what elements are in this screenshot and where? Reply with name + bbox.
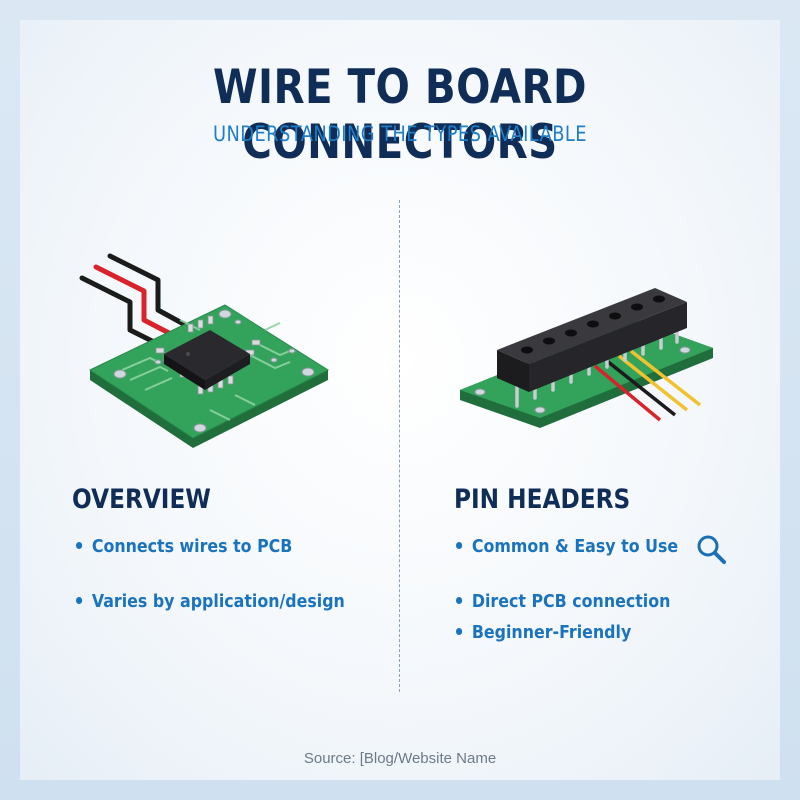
overview-heading: OVERVIEW — [72, 484, 211, 515]
pin-headers-bullet-3: Beginner-Friendly — [456, 622, 631, 643]
overview-bullet-1-text: Connects wires to PCB — [91, 536, 293, 557]
microchip-pcb-illustration — [79, 253, 330, 448]
search-icon — [697, 535, 726, 564]
pin-headers-heading: PIN HEADERS — [454, 484, 631, 515]
bullet-dot — [456, 596, 463, 604]
source-caption: Source: [Blog/Website Name — [303, 750, 497, 767]
bullet-dot — [456, 541, 463, 549]
overview-bullet-2: Varies by application/design — [76, 591, 345, 612]
bullet-dot — [76, 596, 83, 604]
pin-headers-bullet-3-text: Beginner-Friendly — [471, 622, 632, 643]
pin-headers-bullet-1-text: Common & Easy to Use — [471, 536, 679, 557]
pin-headers-bullet-2: Direct PCB connection — [456, 591, 670, 612]
column-divider — [399, 200, 400, 692]
overview-bullet-1: Connects wires to PCB — [76, 536, 292, 557]
pin-headers-bullet-2-text: Direct PCB connection — [471, 591, 671, 612]
pin-headers-bullet-1: Common & Easy to Use — [456, 536, 678, 557]
pin-header-illustration — [460, 288, 713, 428]
overview-bullet-2-text: Varies by application/design — [91, 591, 345, 612]
bullet-dot — [456, 627, 463, 635]
page-subtitle: UNDERSTANDING THE TYPES AVAILABLE — [213, 122, 587, 146]
bullet-dot — [76, 541, 83, 549]
page-title: WIRE TO BOARD CONNECTORS — [212, 60, 588, 170]
